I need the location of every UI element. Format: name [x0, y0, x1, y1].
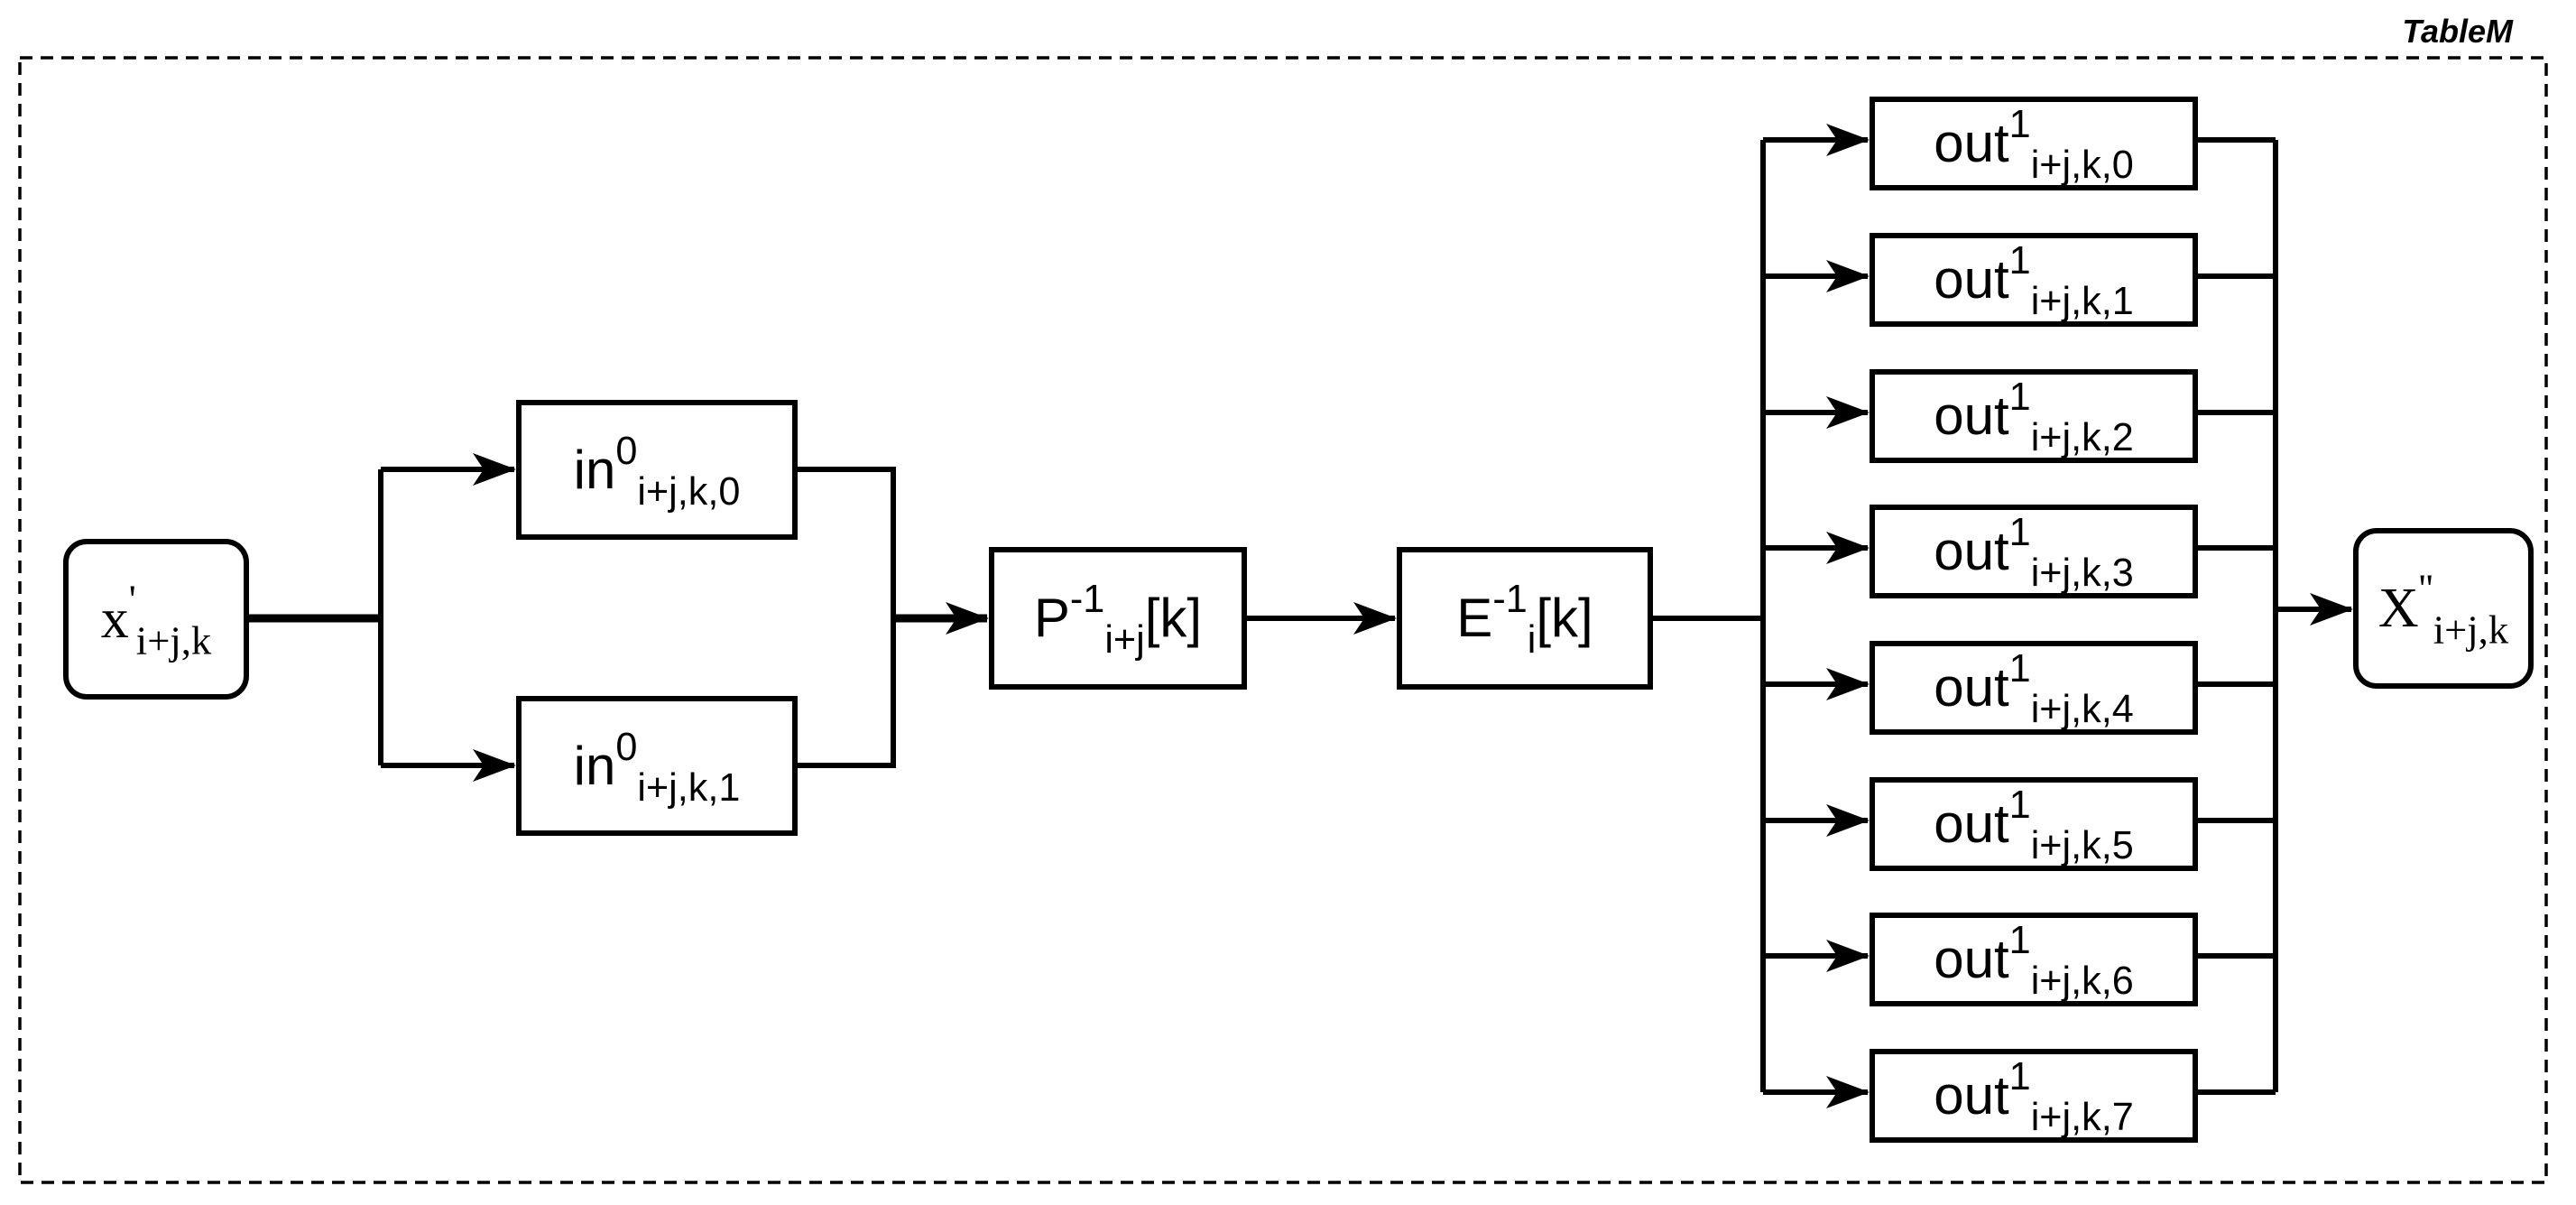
node-label: out1i+j,k,5 [1934, 783, 2134, 868]
e-inverse-box: E-1i[k] [1397, 547, 1653, 690]
p-inverse-box: P-1i+j[k] [989, 547, 1247, 690]
node-label: X''i+j,k [2377, 565, 2509, 653]
node-label: out1i+j,k,4 [1934, 647, 2134, 732]
output-node-x-double-prime: X''i+j,k [2353, 528, 2534, 689]
node-label: out1i+j,k,0 [1934, 103, 2134, 188]
node-label: P-1i+j[k] [1033, 578, 1203, 663]
out1-box-5: out1i+j,k,5 [1870, 777, 2198, 871]
node-label: out1i+j,k,1 [1934, 239, 2134, 324]
node-label: in0i+j,k,1 [573, 725, 741, 810]
node-label: out1i+j,k,7 [1934, 1055, 2134, 1140]
out1-box-7: out1i+j,k,7 [1870, 1049, 2198, 1143]
node-label: out1i+j,k,6 [1934, 919, 2134, 1004]
frame-label: TableM [2402, 13, 2513, 50]
in0-box-0: in0i+j,k,0 [516, 400, 798, 540]
input-node-x-prime: x'i+j,k [63, 539, 249, 700]
out1-box-0: out1i+j,k,0 [1870, 97, 2198, 190]
out1-box-4: out1i+j,k,4 [1870, 641, 2198, 735]
node-label: out1i+j,k,3 [1934, 511, 2134, 596]
node-label: in0i+j,k,0 [573, 429, 741, 514]
node-label: x'i+j,k [100, 576, 212, 663]
wire-in0-0-out [796, 467, 896, 768]
out1-box-6: out1i+j,k,6 [1870, 913, 2198, 1006]
in0-box-1: in0i+j,k,1 [516, 696, 798, 836]
out1-box-1: out1i+j,k,1 [1870, 233, 2198, 327]
out1-box-3: out1i+j,k,3 [1870, 505, 2198, 598]
node-label: E-1i[k] [1456, 578, 1593, 663]
node-label: out1i+j,k,2 [1934, 375, 2134, 460]
out1-box-2: out1i+j,k,2 [1870, 369, 2198, 463]
